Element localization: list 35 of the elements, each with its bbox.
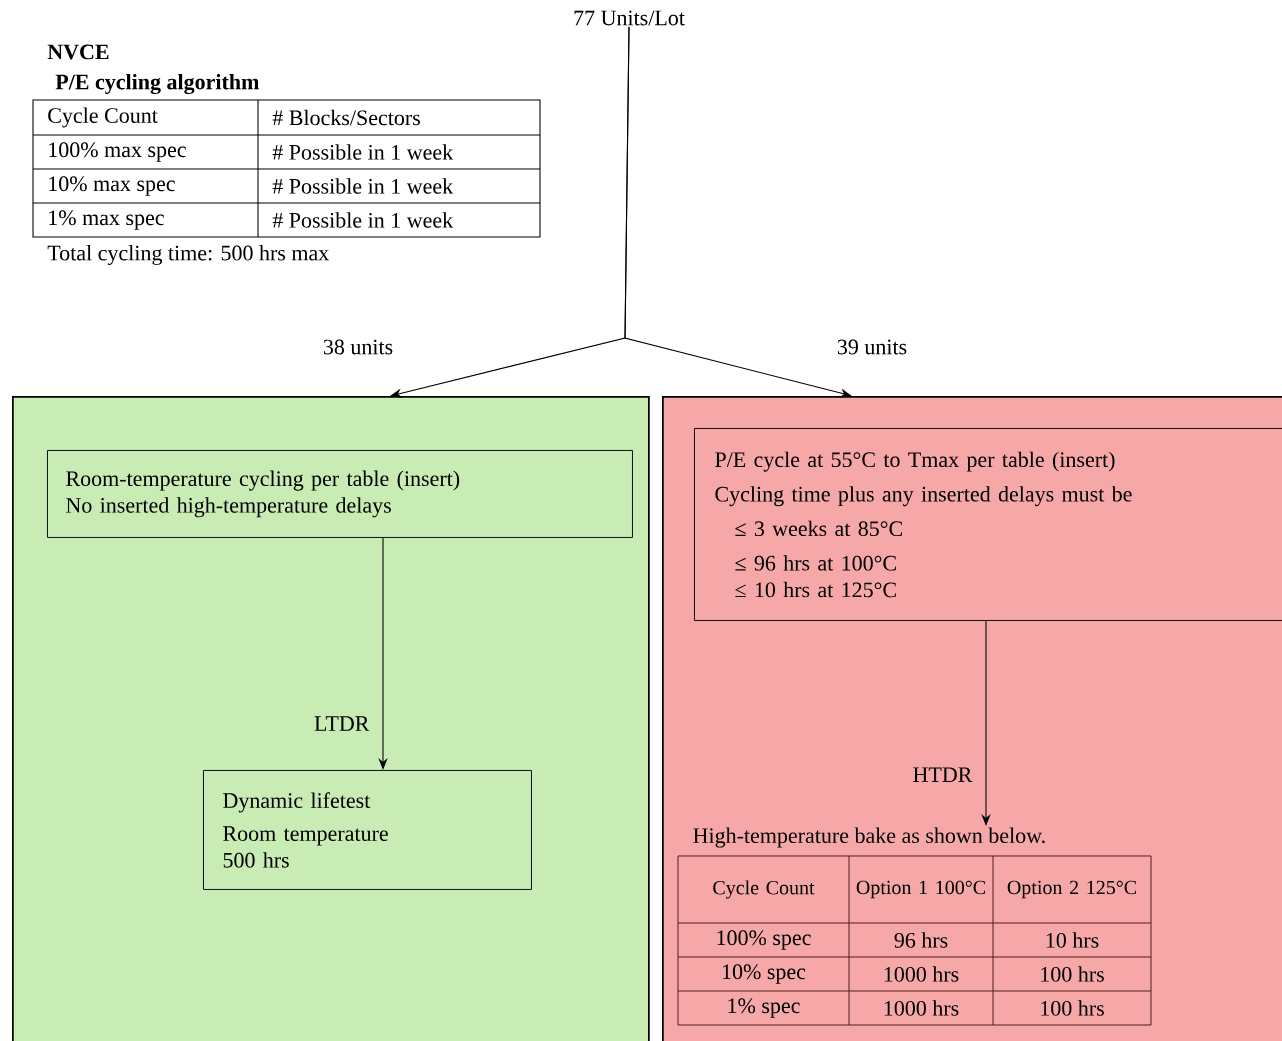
table-cell: # Possible in 1 week bbox=[272, 178, 454, 194]
table-cell: 96 hrs bbox=[894, 932, 948, 948]
table-cell: 100 hrs bbox=[1041, 966, 1104, 982]
table-cell: 1% max spec bbox=[49, 210, 164, 230]
process-box: P/E cycle at 55°C to Tmax per table (insert) Cycling time plus any inserted delays must be ≤ 3 weeks at 85°C ≤ 96 hrs at 100°C ≤ 10 hrs at 125°C bbox=[694, 428, 1282, 621]
edge-label: LTDR bbox=[312, 715, 371, 733]
heading: NVCE bbox=[47, 44, 109, 60]
edge-label: 38 units bbox=[321, 338, 395, 356]
table-cell: 10% max spec bbox=[49, 176, 175, 196]
edge-label: HTDR bbox=[911, 766, 974, 784]
table-cell: # Possible in 1 week bbox=[272, 144, 454, 160]
table-cell: 1000 hrs bbox=[884, 966, 959, 982]
table-cell: Option 2 125°C bbox=[1007, 880, 1136, 899]
flow-label: 77 Units/Lot bbox=[574, 10, 685, 26]
table-cell: 10 hrs bbox=[1046, 932, 1099, 948]
group-panel bbox=[12, 396, 650, 1041]
table-cell: 100% spec bbox=[717, 930, 811, 950]
process-box: Room-temperature cycling per table (insert) No inserted high-temperature delays bbox=[47, 450, 633, 538]
process-box: Dynamic lifetest Room temperature 500 hrs bbox=[203, 770, 532, 890]
edge-label: 39 units bbox=[835, 338, 909, 356]
table-cell: # Possible in 1 week bbox=[272, 212, 454, 228]
group-panel bbox=[662, 396, 1282, 1041]
table-cell: # Blocks/Sectors bbox=[272, 109, 420, 126]
table-cell: 1% spec bbox=[728, 998, 800, 1018]
table-cell: 100 hrs bbox=[1041, 1000, 1104, 1016]
table-cell: Option 1 100°C bbox=[856, 880, 985, 899]
table-cell: 10% spec bbox=[722, 964, 806, 984]
arrow bbox=[624, 26, 852, 398]
table-cell: 1000 hrs bbox=[884, 1000, 959, 1016]
table-cell: Cycle Count bbox=[48, 107, 158, 128]
table-cell: Cycle Count bbox=[713, 880, 815, 899]
note-text: Total cycling time: 500 hrs max bbox=[47, 245, 329, 265]
note-text: High-temperature bake as shown below. bbox=[693, 827, 1045, 848]
heading: P/E cycling algorithm bbox=[55, 73, 259, 95]
table-cell: 100% max spec bbox=[49, 142, 186, 162]
